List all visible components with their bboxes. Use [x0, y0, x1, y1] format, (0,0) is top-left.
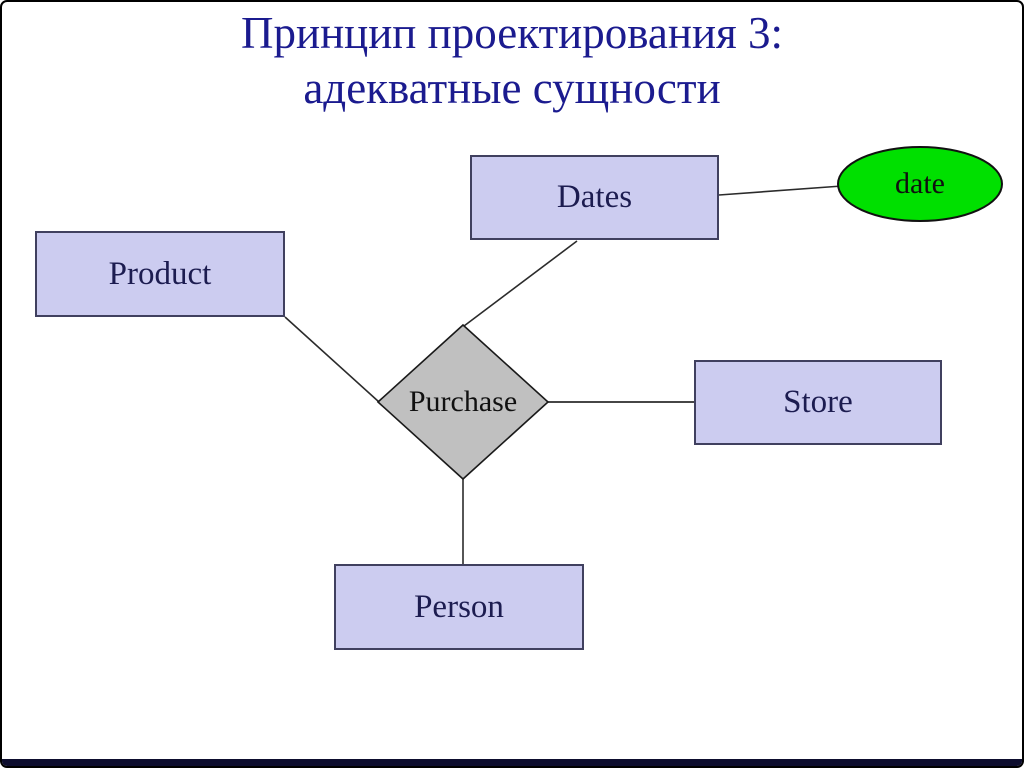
entity-person-label: Person — [414, 588, 504, 625]
entity-dates-label: Dates — [556, 179, 633, 215]
connector-product-purchase — [284, 316, 380, 403]
attribute-date-ellipse — [837, 146, 1003, 222]
entity-product-label: Product — [108, 255, 212, 292]
connector-dates-purchase — [463, 240, 578, 327]
entity-product: Product — [35, 231, 285, 317]
relationship-purchase-diamond — [376, 323, 550, 481]
entity-store: Store — [694, 360, 942, 445]
entity-store-label: Store — [783, 384, 853, 420]
connector-dates-date — [718, 185, 843, 196]
entity-dates: Dates — [470, 155, 719, 240]
slide-title-line-2: адекватные сущности — [303, 62, 721, 113]
slide-title: Принцип проектирования 3: адекватные сущ… — [2, 6, 1022, 116]
slide-bottom-bar — [2, 759, 1022, 766]
slide-title-line-1: Принцип проектирования 3: — [240, 8, 784, 58]
entity-person: Person — [334, 564, 584, 650]
